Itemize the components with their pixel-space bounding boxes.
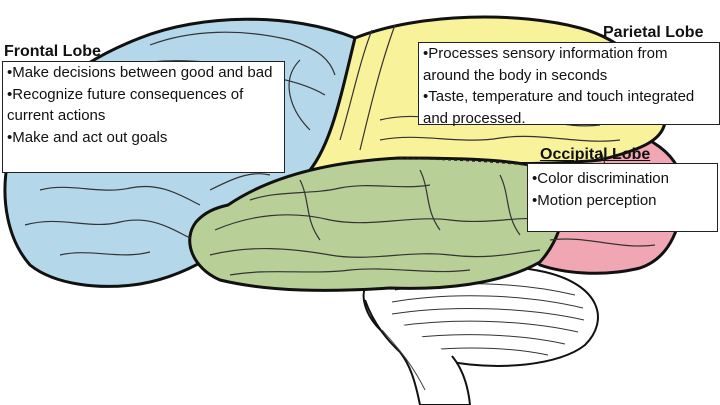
parietal-lobe-facts: Processes sensory information from aroun…: [423, 43, 715, 129]
parietal-fact: Processes sensory information from aroun…: [423, 43, 715, 86]
occipital-lobe-info-box: Color discrimination Motion perception: [527, 163, 718, 232]
frontal-lobe-facts: Make decisions between good and bad Reco…: [7, 62, 280, 148]
temporal-gyri: [209, 169, 546, 276]
parietal-fact: Taste, temperature and touch integrated …: [423, 86, 715, 129]
brainstem: [364, 299, 472, 405]
occipital-fact: Motion perception: [532, 190, 713, 212]
occipital-fact: Color discrimination: [532, 168, 713, 190]
frontal-lobe-info-box: Make decisions between good and bad Reco…: [2, 61, 285, 173]
frontal-fact: Make decisions between good and bad: [7, 62, 280, 84]
parietal-lobe-title: Parietal Lobe: [603, 24, 704, 41]
occipital-lobe-title: Occipital Lobe: [540, 146, 651, 163]
frontal-fact: Recognize future consequences of current…: [7, 84, 280, 127]
cerebellum-folds: [391, 283, 585, 356]
parietal-lobe-info-box: Processes sensory information from aroun…: [418, 42, 720, 127]
occipital-lobe-facts: Color discrimination Motion perception: [532, 168, 713, 211]
frontal-fact: Make and act out goals: [7, 127, 280, 149]
frontal-lobe-title: Frontal Lobe: [4, 43, 101, 60]
